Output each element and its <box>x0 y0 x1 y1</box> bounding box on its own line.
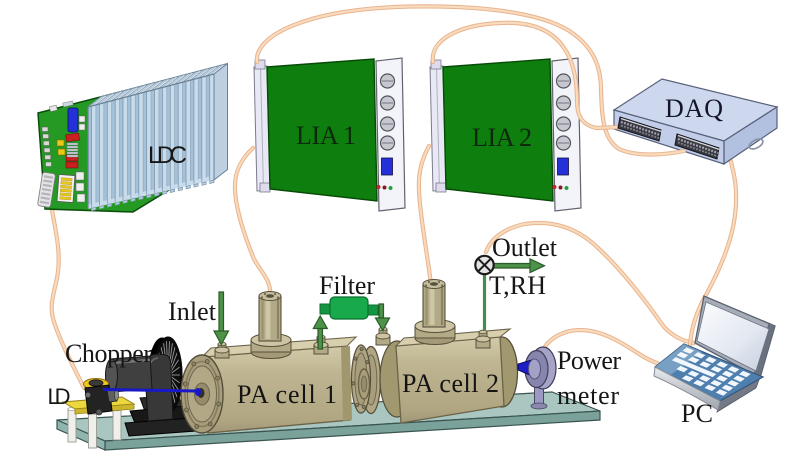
svg-text:Chopper: Chopper <box>65 339 152 368</box>
svg-text:Inlet: Inlet <box>168 297 217 326</box>
svg-text:Outlet: Outlet <box>492 233 558 262</box>
svg-text:meter: meter <box>557 381 619 410</box>
svg-text:LIA 1: LIA 1 <box>296 121 356 150</box>
svg-text:PC: PC <box>681 399 713 428</box>
svg-text:LIA 2: LIA 2 <box>472 123 532 152</box>
svg-text:LDC: LDC <box>148 142 187 169</box>
svg-text:T,RH: T,RH <box>489 271 546 300</box>
svg-text:PA cell 2: PA cell 2 <box>402 369 499 398</box>
svg-text:PA cell 1: PA cell 1 <box>237 380 337 409</box>
svg-text:Power: Power <box>557 346 621 375</box>
svg-text:DAQ: DAQ <box>665 94 723 123</box>
svg-text:LD: LD <box>48 384 71 409</box>
svg-text:Filter: Filter <box>319 271 375 300</box>
